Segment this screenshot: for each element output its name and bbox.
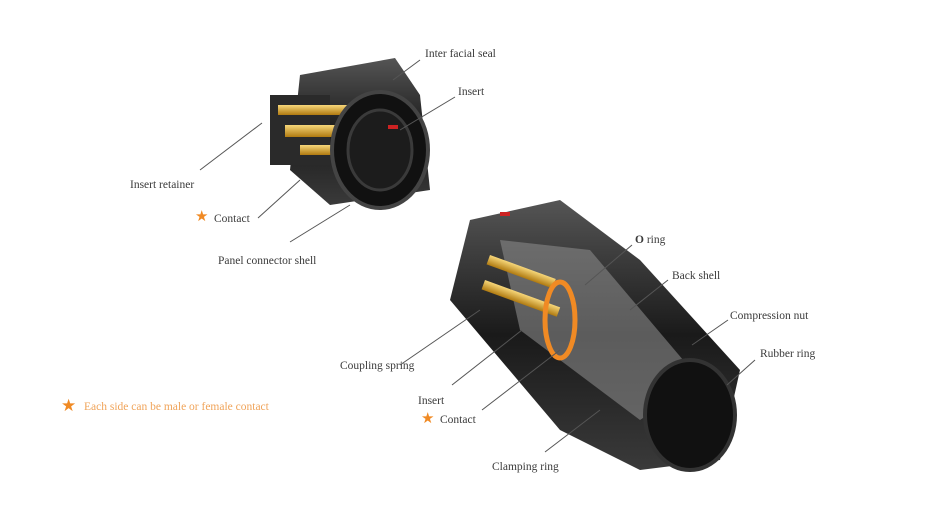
label-contact-cable: Contact [440,414,476,426]
legend-star-icon: ★ [61,396,77,415]
leader-lines [199,59,756,453]
legend-text: Each side can be male or female contact [84,401,269,413]
label-o-ring: O ring [635,234,665,246]
label-inter-facial-seal: Inter facial seal [425,48,496,60]
label-rubber-ring: Rubber ring [760,348,816,360]
label-insert-retainer: Insert retainer [130,179,195,191]
panel-connector-image [270,58,430,210]
label-panel-connector-shell: Panel connector shell [218,255,317,267]
label-back-shell: Back shell [672,270,721,282]
o-ring-suffix: ring [643,234,666,246]
label-compression-nut: Compression nut [730,310,809,322]
label-coupling-spring: Coupling spring [340,360,415,372]
label-contact-panel: Contact [214,213,250,225]
label-insert-cable: Insert [418,395,445,407]
label-insert-panel: Insert [458,86,485,98]
cable-connector-image [450,200,740,472]
o-ring-prefix: O [635,234,644,246]
star-icon: ★ [195,209,209,225]
label-clamping-ring: Clamping ring [492,461,559,473]
star-icon: ★ [421,411,435,427]
